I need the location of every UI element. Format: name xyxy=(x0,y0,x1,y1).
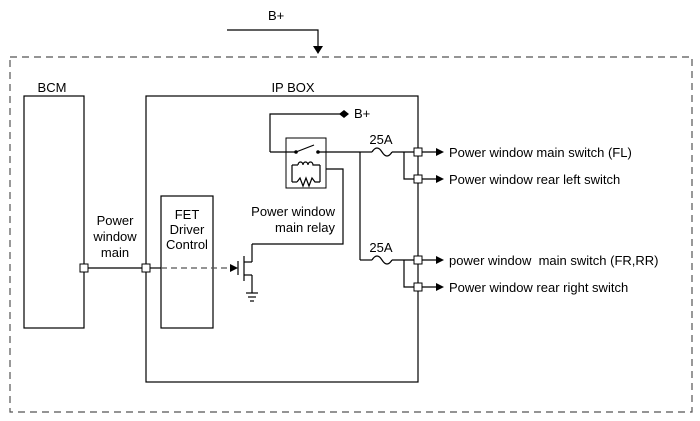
output-label-rear-left: Power window rear left switch xyxy=(449,172,620,187)
output-arrow-fr-rr xyxy=(436,256,444,264)
upper-branch-split xyxy=(403,152,438,180)
bcm-box xyxy=(23,95,85,329)
bcm-output-label-2: window xyxy=(92,229,137,244)
output-terminal-rear-right xyxy=(413,282,423,292)
output-label-fl: Power window main switch (FL) xyxy=(449,145,632,160)
relay-switch-contact xyxy=(270,144,360,154)
relay-label-1: Power window xyxy=(251,204,335,219)
output-arrow-rear-right xyxy=(436,283,444,291)
bcm-connector-terminal xyxy=(79,263,89,273)
ipbox-supply-label: B+ xyxy=(354,106,370,121)
bcm-output-label-1: Power xyxy=(97,213,135,228)
output-terminal-fr-rr xyxy=(413,255,423,265)
fet-label-3: Control xyxy=(166,237,208,252)
output-terminal-rear-left xyxy=(413,174,423,184)
relay-coil-symbol xyxy=(291,161,321,188)
output-terminal-fl xyxy=(413,147,423,157)
fet-transistor-symbol xyxy=(237,244,253,293)
upper-fuse-rating: 25A xyxy=(369,132,392,147)
lower-fuse-rating: 25A xyxy=(369,240,392,255)
lower-branch-split xyxy=(403,260,438,288)
top-supply-label: B+ xyxy=(268,8,284,23)
bcm-label: BCM xyxy=(38,80,67,95)
ground-symbol xyxy=(246,292,258,302)
relay-coil-feed-wire xyxy=(252,168,344,245)
fet-control-arrow xyxy=(230,264,238,272)
lower-fuse-symbol xyxy=(371,255,393,265)
outer-dashed-boundary xyxy=(9,56,693,413)
upper-fuse-symbol xyxy=(371,147,393,157)
output-label-rear-right: Power window rear right switch xyxy=(449,280,628,295)
relay-label-2: main relay xyxy=(275,220,335,235)
ipbox-supply-diamond xyxy=(339,110,349,118)
output-arrow-fl xyxy=(436,148,444,156)
bcm-output-label-3: main xyxy=(101,245,129,260)
ipbox-supply-wire xyxy=(269,113,344,152)
output-arrow-rear-left xyxy=(436,175,444,183)
fet-label-2: Driver xyxy=(170,222,205,237)
ip-box-label: IP BOX xyxy=(271,80,314,95)
ipbox-input-terminal xyxy=(141,263,151,273)
output-label-fr-rr: power window main switch (FR,RR) xyxy=(449,253,659,268)
top-supply-arrow xyxy=(227,29,323,54)
fet-label-1: FET xyxy=(175,207,200,222)
fet-driver-box xyxy=(160,195,214,329)
